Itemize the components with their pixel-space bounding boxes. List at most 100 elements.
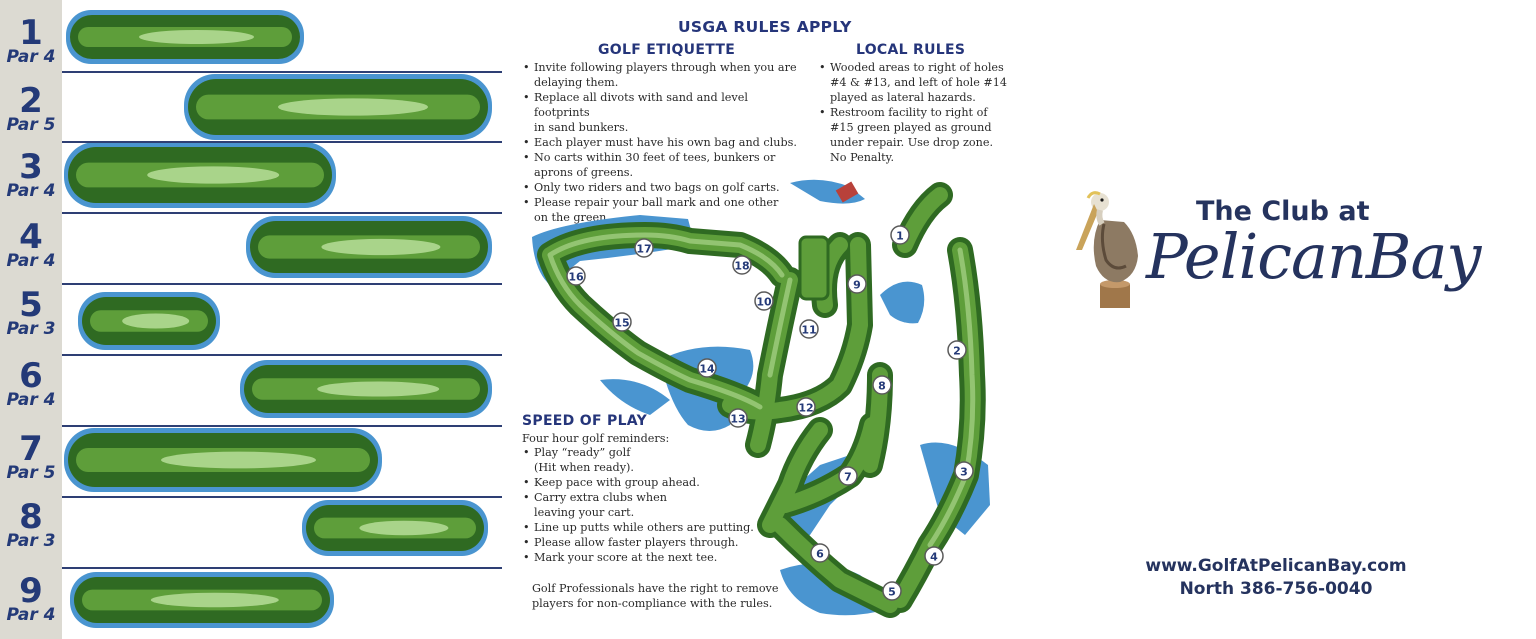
hole-marker-number: 15	[614, 317, 629, 330]
green	[139, 30, 254, 44]
rule-item: Line up putts while others are putting.	[522, 520, 762, 535]
hole-marker-number: 9	[853, 279, 861, 292]
rule-line: Invite following players through when yo…	[534, 61, 797, 74]
footer-line: Golf Professionals have the right to rem…	[532, 582, 779, 595]
hole-marker-badge	[954, 461, 974, 481]
hole-illustration	[184, 74, 492, 140]
hole-marker: 14	[697, 358, 717, 378]
green	[122, 313, 190, 329]
rule-line: Keep pace with group ahead.	[534, 476, 700, 489]
green	[359, 520, 449, 536]
green	[317, 381, 440, 397]
hole-marker: 16	[566, 266, 586, 286]
etiquette-heading: GOLF ETIQUETTE	[598, 42, 736, 58]
usga-heading: USGA RULES APPLY	[678, 18, 852, 36]
green	[161, 451, 316, 469]
hole-marker-badge	[697, 358, 717, 378]
rule-line: (Hit when ready).	[534, 461, 634, 474]
logo-line-2: PelicanBay	[1146, 220, 1481, 293]
rule-item: Please repair your ball mark and one oth…	[522, 195, 802, 225]
hole-illustration	[64, 142, 336, 208]
rule-item: Please allow faster players through.	[522, 535, 762, 550]
hole-illustration	[240, 360, 492, 418]
hole-marker-badge	[882, 581, 902, 601]
hole-marker-badge	[924, 546, 944, 566]
hole-marker-number: 11	[801, 324, 816, 337]
speed-of-play-list: Play “ready” golf (Hit when ready). Keep p…	[522, 445, 762, 565]
footer-line: players for non-compliance with the rule…	[532, 597, 773, 610]
hole-par: Par 4	[6, 605, 56, 625]
rule-line: Mark your score at the next tee.	[534, 551, 718, 564]
hole-marker-number: 17	[636, 243, 651, 256]
rule-line: Play “ready” golf	[534, 446, 631, 459]
rule-item: Replace all divots with sand and level f…	[522, 90, 802, 135]
speed-of-play-heading: SPEED OF PLAY	[522, 413, 648, 429]
hole-marker-number: 16	[568, 271, 584, 284]
hole-marker-badge	[796, 397, 816, 417]
hole-marker: 11	[799, 319, 819, 339]
rule-line: #15 green played as ground	[830, 121, 992, 134]
hole-number: 9	[19, 571, 43, 611]
hole-marker-badge	[810, 543, 830, 563]
hole-divider	[62, 354, 502, 356]
hole-marker-number: 13	[730, 413, 745, 426]
hole-marker-number: 8	[878, 380, 886, 393]
logo-line-1: The Club at	[1196, 196, 1370, 227]
hole-marker-badge	[799, 319, 819, 339]
hole-number: 8	[19, 497, 43, 537]
hole-marker-badge	[890, 225, 910, 245]
hole-marker: 1	[890, 225, 910, 245]
hole-marker-number: 1	[896, 230, 904, 243]
rule-line: in sand bunkers.	[534, 121, 629, 134]
rule-line: delaying them.	[534, 76, 619, 89]
hole-marker-badge	[847, 274, 867, 294]
rule-line: Please repair your ball mark and one oth…	[534, 196, 779, 209]
hole-marker-number: 7	[844, 471, 852, 484]
hole-marker: 7	[838, 466, 858, 486]
green	[147, 166, 280, 184]
hole-marker: 10	[754, 291, 774, 311]
rule-line: under repair. Use drop zone.	[830, 136, 994, 149]
hole-divider	[62, 71, 502, 73]
hole-par: Par 4	[6, 47, 56, 67]
hole-divider	[62, 567, 502, 569]
rule-item: Only two riders and two bags on golf car…	[522, 180, 802, 195]
speed-of-play-footer: Golf Professionals have the right to rem…	[532, 581, 782, 611]
hole-number: 6	[19, 356, 43, 396]
hole-illustration	[66, 10, 304, 64]
rule-line: Each player must have his own bag and cl…	[534, 136, 797, 149]
green	[150, 592, 279, 608]
rule-line: Line up putts while others are putting.	[534, 521, 754, 534]
hole-marker-badge	[872, 375, 892, 395]
hole-par: Par 5	[6, 463, 56, 483]
rule-item: Restroom facility to right of#15 green p…	[818, 105, 1018, 165]
phone-number: North 386-756-0040	[1179, 579, 1373, 599]
hole-number: 2	[19, 81, 43, 121]
rule-line: Wooded areas to right of holes	[830, 61, 1004, 74]
hole-number: 4	[19, 217, 43, 257]
hole-marker-number: 3	[960, 466, 968, 479]
website-link[interactable]: www.GolfAtPelicanBay.com	[1145, 556, 1407, 576]
rule-line: Carry extra clubs when	[534, 491, 667, 504]
hole-marker-number: 6	[816, 548, 824, 561]
speed-of-play-intro: Four hour golf reminders:	[522, 432, 670, 445]
hole-marker: 3	[954, 461, 974, 481]
hole-marker-badge	[838, 466, 858, 486]
hole-illustration	[246, 216, 492, 278]
hole-par: Par 4	[6, 390, 56, 410]
hole-divider	[62, 212, 502, 214]
hole-marker-badge	[612, 312, 632, 332]
rule-item: Keep pace with group ahead.	[522, 475, 762, 490]
hole-illustration	[70, 572, 334, 628]
rule-line: #4 & #13, and left of hole #14	[830, 76, 1008, 89]
hole-marker-badge	[754, 291, 774, 311]
practice-range	[798, 235, 830, 301]
hole-marker: 6	[810, 543, 830, 563]
rule-line: Only two riders and two bags on golf car…	[534, 181, 780, 194]
hole-marker: 8	[872, 375, 892, 395]
